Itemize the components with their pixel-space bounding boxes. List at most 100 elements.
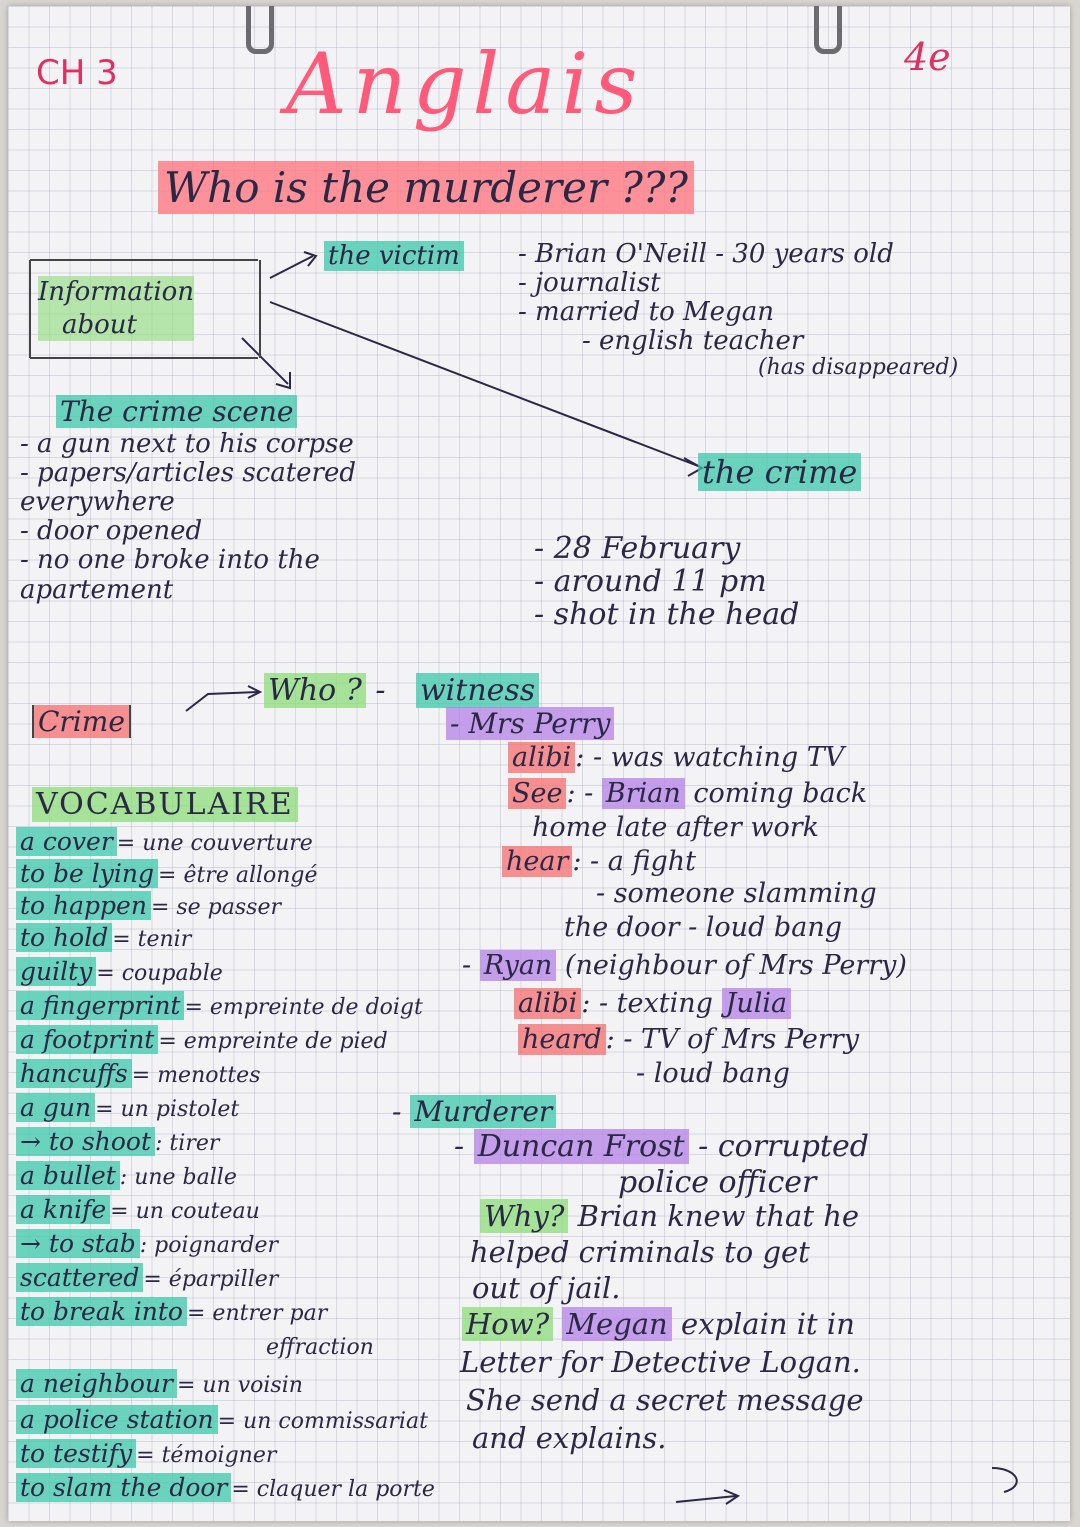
vocab-english: a knife xyxy=(16,1195,111,1224)
vocab-english: to testify xyxy=(16,1439,137,1468)
vocab-french: : une balle xyxy=(119,1165,237,1190)
vocab-french: = se passer xyxy=(150,895,281,920)
turn-page-arrow xyxy=(991,1467,1018,1493)
vocab-english: a cover xyxy=(16,827,117,856)
how-line-4: and explains. xyxy=(472,1421,667,1455)
binder-ring-right xyxy=(814,6,842,54)
vocab-french: = un commissariat xyxy=(217,1409,428,1434)
vocab-english: scattered xyxy=(16,1263,144,1292)
vocab-item: to testify= témoigner xyxy=(16,1439,276,1469)
who-label: Who ? - xyxy=(264,673,386,709)
info-label-line1: Information xyxy=(38,276,195,309)
vocab-english: a neighbour xyxy=(16,1369,177,1398)
victim-line: - journalist xyxy=(518,268,661,299)
vocab-french: : tirer xyxy=(155,1131,220,1156)
arrow-to-victim xyxy=(269,255,314,279)
see-line: See: - Brian coming back xyxy=(508,778,867,809)
vocab-english: hancuffs xyxy=(16,1059,132,1088)
arrow-bottom xyxy=(675,1495,737,1503)
vocab-french: = éparpiller xyxy=(143,1267,279,1292)
information-about-box: Information about xyxy=(38,276,195,341)
victim-line: - Brian O'Neill - 30 years old xyxy=(518,239,894,269)
vocab-item: a footprint= empreinte de pied xyxy=(16,1025,388,1055)
victim-details: - Brian O'Neill - 30 years old - journal… xyxy=(518,239,959,381)
vocab-french: = un couteau xyxy=(110,1199,260,1224)
vocab-item: guilty= coupable xyxy=(16,957,223,987)
arrows-layer xyxy=(29,251,1018,1505)
vocab-french: = claquer la porte xyxy=(231,1477,435,1502)
vocab-english: a bullet xyxy=(16,1161,120,1190)
vocab-item: to break into= entrer par xyxy=(16,1297,328,1327)
hear-line: hear: - a fight xyxy=(502,846,696,877)
crime-line: - around 11 pm xyxy=(534,564,767,599)
arrow-to-crime-scene xyxy=(241,337,289,385)
vocab-french: = empreinte de pied xyxy=(158,1029,388,1054)
how-line-3: She send a secret message xyxy=(466,1383,864,1417)
page-title: Anglais xyxy=(286,35,644,133)
vocab-item: a gun= un pistolet xyxy=(16,1093,240,1123)
chapter-label: CH 3 xyxy=(36,53,118,93)
info-label-line2: about xyxy=(38,308,195,341)
murderer-heading: - Murderer xyxy=(392,1095,557,1128)
ryan-line: - Ryan (neighbour of Mrs Perry) xyxy=(462,950,907,981)
vocab-item: a cover= une couverture xyxy=(16,827,313,857)
crime-scene-line: everywhere xyxy=(20,487,175,518)
vocab-english: a police station xyxy=(16,1405,218,1434)
vocab-english: to be lying xyxy=(16,859,159,888)
crime-scene-line: apartement xyxy=(20,574,174,605)
crime-scene-heading: The crime scene xyxy=(56,395,298,428)
vocab-english: to happen xyxy=(16,891,151,920)
vocab-item: a knife= un couteau xyxy=(16,1195,260,1225)
hear-line-2: - someone slamming xyxy=(596,878,877,909)
crime-scene-line: - papers/articles scatered xyxy=(20,458,357,489)
victim-line: (has disappeared) xyxy=(758,355,959,381)
vocab-item: a fingerprint= empreinte de doigt xyxy=(16,991,423,1021)
notebook-page: CH 3 Anglais 4e Who is the murderer ??? … xyxy=(8,6,1070,1521)
vocab-french: = une couverture xyxy=(116,831,313,856)
vocab-french: = un voisin xyxy=(176,1373,303,1398)
how-line: How? Megan explain it in xyxy=(462,1307,855,1341)
vocab-french: = menottes xyxy=(131,1063,261,1088)
crime-box: Crime xyxy=(32,705,131,738)
vocab-item: a bullet: une balle xyxy=(16,1161,237,1191)
vocab-french: = tenir xyxy=(112,927,192,952)
vocab-item: to slam the door= claquer la porte xyxy=(16,1473,435,1503)
victim-line: - english teacher xyxy=(582,326,804,357)
hear-line-3: the door - loud bang xyxy=(564,912,842,943)
duncan-line: - Duncan Frost - corrupted xyxy=(454,1129,869,1164)
crime-heading: the crime xyxy=(698,453,862,491)
vocab-english: to hold xyxy=(16,923,113,952)
arrow-to-who xyxy=(185,691,259,712)
vocab-english: to break into xyxy=(16,1297,187,1326)
vocab-french: = un pistolet xyxy=(95,1097,240,1122)
page-subtitle: Who is the murderer ??? xyxy=(158,161,694,214)
vocab-item: effraction xyxy=(266,1332,374,1361)
vocab-item: to be lying= être allongé xyxy=(16,859,318,889)
crime-line: - 28 February xyxy=(534,531,741,566)
victim-heading: the victim xyxy=(324,241,464,272)
arrow-to-crime xyxy=(269,301,699,467)
crime-scene-line: - no one broke into the xyxy=(20,545,320,576)
vocab-french: = empreinte de doigt xyxy=(184,995,423,1020)
crime-details: - 28 February - around 11 pm - shot in t… xyxy=(534,532,799,631)
duncan-line-2: police officer xyxy=(618,1165,817,1200)
vocab-english: a gun xyxy=(16,1093,96,1122)
vocab-item: to happen= se passer xyxy=(16,891,281,921)
vocab-french: = entrer par xyxy=(187,1301,328,1326)
crime-scene-details: - a gun next to his corpse - papers/arti… xyxy=(20,429,357,605)
see-line-2: home late after work xyxy=(532,812,819,843)
vocab-item: a neighbour= un voisin xyxy=(16,1369,303,1399)
vocab-english: a fingerprint xyxy=(16,991,185,1020)
why-line: Why? Brian knew that he xyxy=(480,1199,859,1233)
vocab-english: to slam the door xyxy=(16,1473,232,1502)
vocab-heading: VOCABULAIRE xyxy=(32,787,298,823)
why-line-3: out of jail. xyxy=(472,1271,621,1305)
vocab-english: guilty xyxy=(16,957,97,986)
binder-ring-left xyxy=(246,6,274,54)
alibi-1: alibi: - was watching TV xyxy=(508,742,844,773)
alibi-2: alibi: - texting Julia xyxy=(514,988,792,1019)
how-line-2: Letter for Detective Logan. xyxy=(460,1345,861,1379)
witness-heading: witness xyxy=(416,673,540,709)
vocab-item: hancuffs= menottes xyxy=(16,1059,261,1089)
victim-line: - married to Megan xyxy=(518,297,774,328)
